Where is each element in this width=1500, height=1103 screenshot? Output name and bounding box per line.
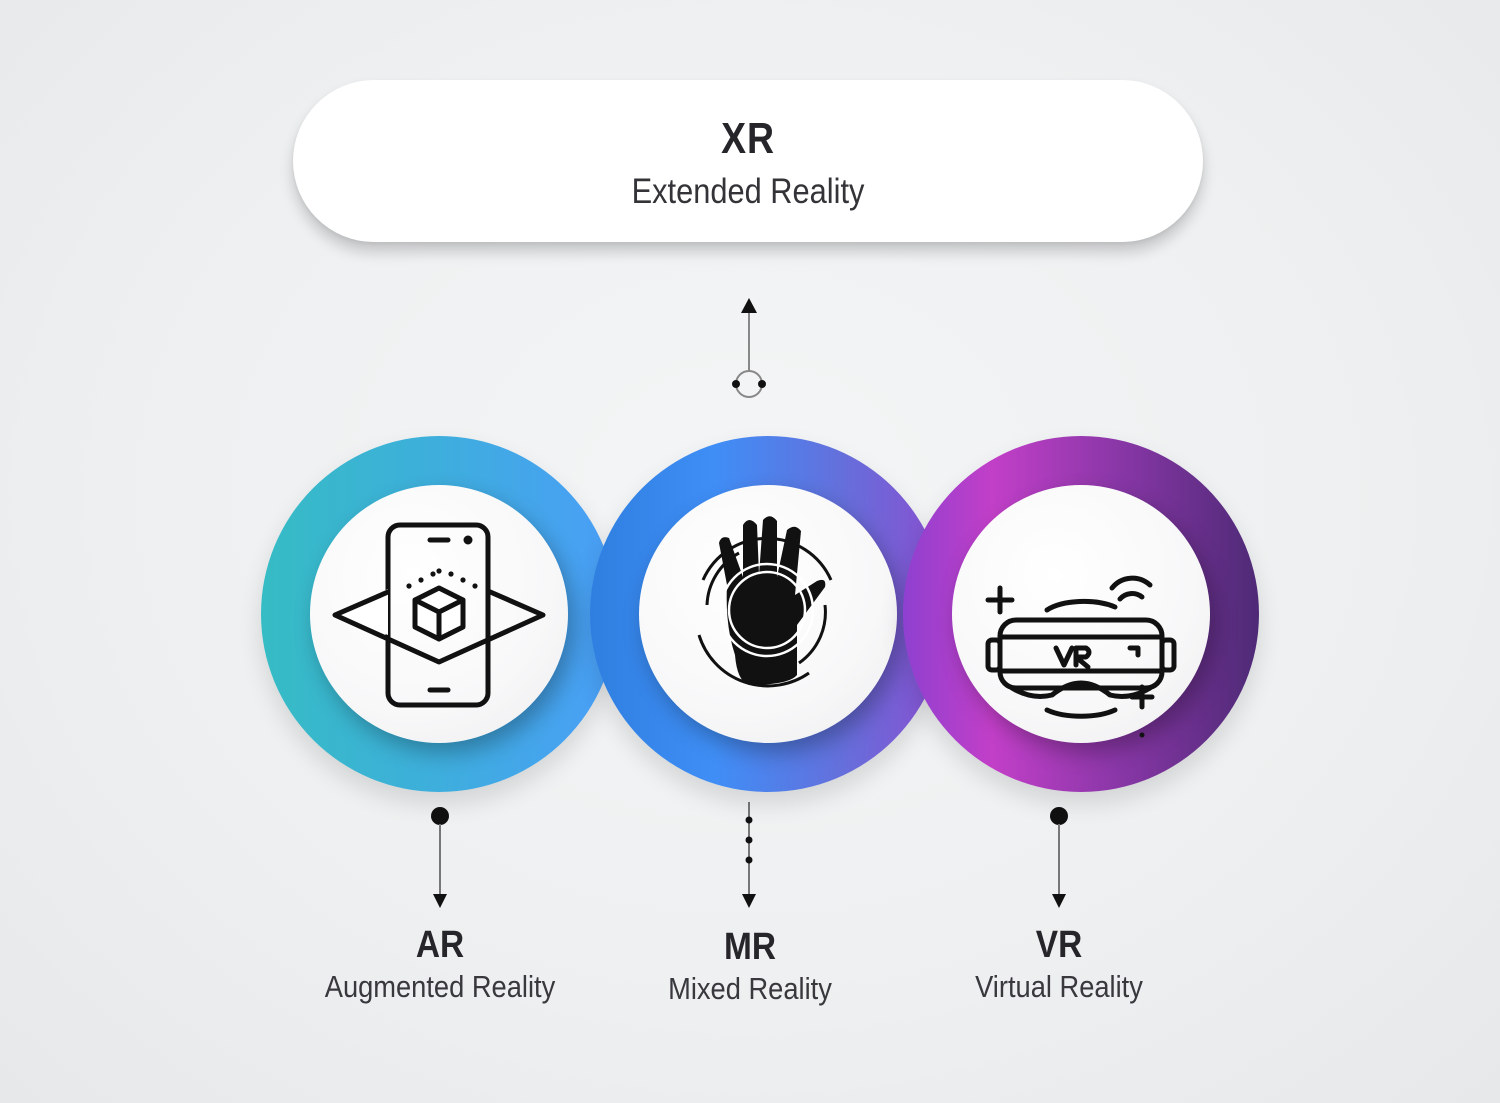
xr-abbr: XR	[721, 114, 775, 163]
up-arrow-connector-icon	[732, 298, 766, 398]
vr-icon-disc	[952, 485, 1210, 743]
ar-phone-cube-icon	[332, 522, 546, 708]
ar-icon-disc	[310, 485, 568, 743]
mr-hand-circuit-icon	[697, 516, 833, 688]
mr-ring	[590, 436, 946, 792]
mr-label: MR Mixed Reality	[590, 926, 910, 1007]
xr-header-pill: XR Extended Reality	[293, 80, 1203, 242]
ar-label: AR Augmented Reality	[280, 924, 600, 1005]
ar-abbr: AR	[415, 924, 465, 966]
mr-down-arrow-icon	[742, 802, 756, 908]
mr-icon-disc	[639, 485, 897, 743]
vr-full-name: Virtual Reality	[975, 969, 1143, 1004]
ar-full-name: Augmented Reality	[324, 969, 556, 1004]
mr-full-name: Mixed Reality	[668, 971, 832, 1006]
ar-ring	[261, 436, 617, 792]
ar-down-arrow-icon	[431, 807, 449, 908]
vr-abbr: VR	[1035, 924, 1083, 966]
vr-headset-icon	[985, 575, 1177, 738]
mr-abbr: MR	[723, 926, 777, 968]
vr-label: VR Virtual Reality	[899, 924, 1219, 1005]
vr-down-arrow-icon	[1050, 807, 1068, 908]
vr-ring	[903, 436, 1259, 792]
xr-full-name: Extended Reality	[631, 172, 865, 211]
